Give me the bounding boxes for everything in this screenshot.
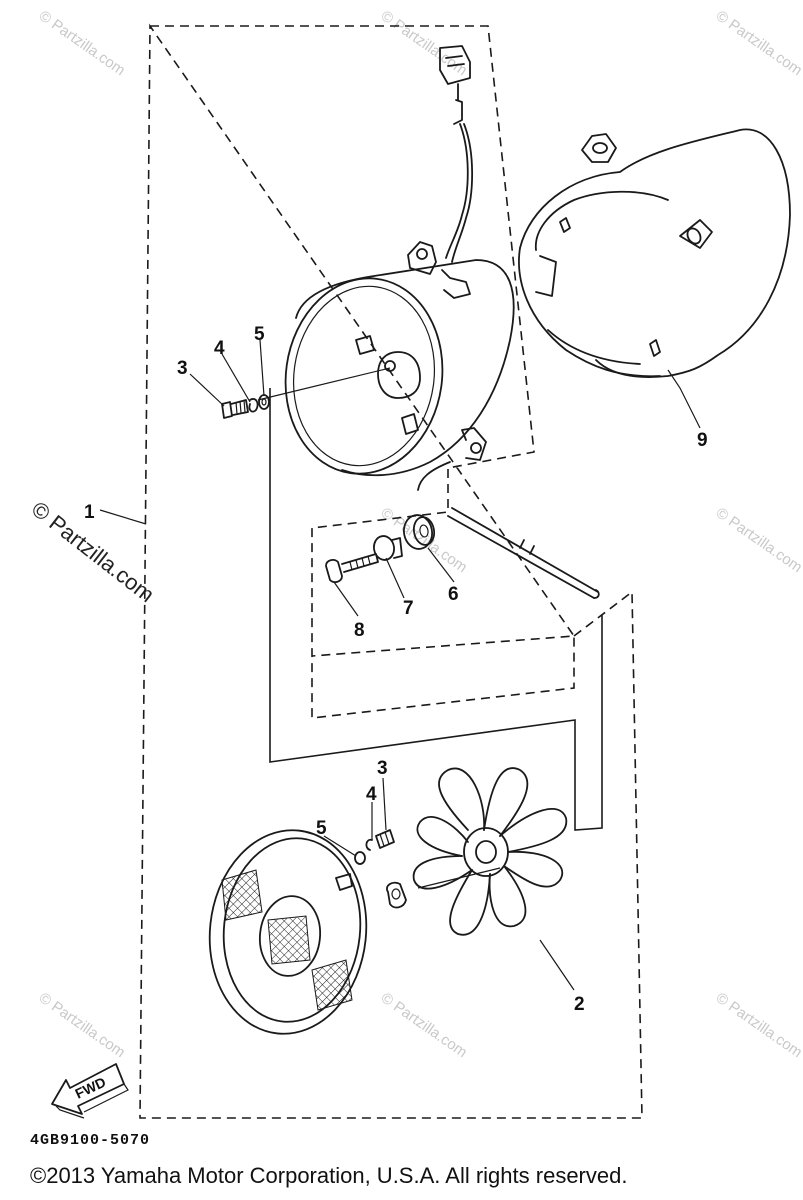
callout-5-bottom: 5: [316, 818, 327, 839]
motor-connector: [439, 45, 474, 263]
part-code: 4GB9100-5070: [30, 1132, 151, 1149]
watermark-text: © Partzilla.com: [713, 989, 803, 1061]
callout-4-top: 4: [214, 338, 225, 359]
subgroup-outline-solid: [269, 388, 603, 831]
assembly-outline-dashed: [139, 23, 643, 1119]
screw-washer-set-bottom: [354, 829, 407, 909]
fwd-arrow-icon: FWD: [51, 1063, 129, 1119]
callout-3-top: 3: [177, 358, 188, 379]
callout-5-top: 5: [254, 324, 265, 345]
callout-labels: 1 3 4 5 6 7 8 9 3 4 5 2: [84, 324, 708, 1015]
bolt-grommet-set: [325, 514, 436, 583]
shaft-rod: [447, 507, 599, 599]
shaft-leader-line: [257, 367, 391, 401]
fan-shroud: [518, 128, 791, 378]
watermark-text: © Partzilla.com: [36, 7, 129, 79]
fan-motor: [284, 241, 515, 491]
fwd-label: FWD: [73, 1074, 109, 1102]
callout-4-bottom: 4: [366, 784, 377, 805]
callout-9: 9: [697, 430, 708, 451]
callout-7: 7: [403, 598, 414, 619]
blade-leader-line: [417, 867, 501, 889]
callout-8: 8: [354, 620, 365, 641]
shaft-tip: [593, 589, 600, 599]
callout-6: 6: [448, 584, 459, 605]
fan-guard: [208, 829, 368, 1035]
callout-2: 2: [574, 994, 585, 1015]
copyright-notice: ©2013 Yamaha Motor Corporation, U.S.A. A…: [30, 1163, 628, 1188]
watermark-text: © Partzilla.com: [713, 504, 803, 576]
shaft-band: [519, 539, 535, 555]
watermark-text: © Partzilla.com: [713, 7, 803, 79]
callout-1: 1: [84, 502, 95, 523]
callout-leaders: [99, 339, 701, 991]
watermark-text: © Partzilla.com: [378, 7, 471, 79]
fan-blade: [412, 767, 568, 936]
watermark-text: © Partzilla.com: [36, 989, 129, 1061]
callout-3-bottom: 3: [377, 758, 388, 779]
watermark-text: © Partzilla.com: [378, 989, 471, 1061]
